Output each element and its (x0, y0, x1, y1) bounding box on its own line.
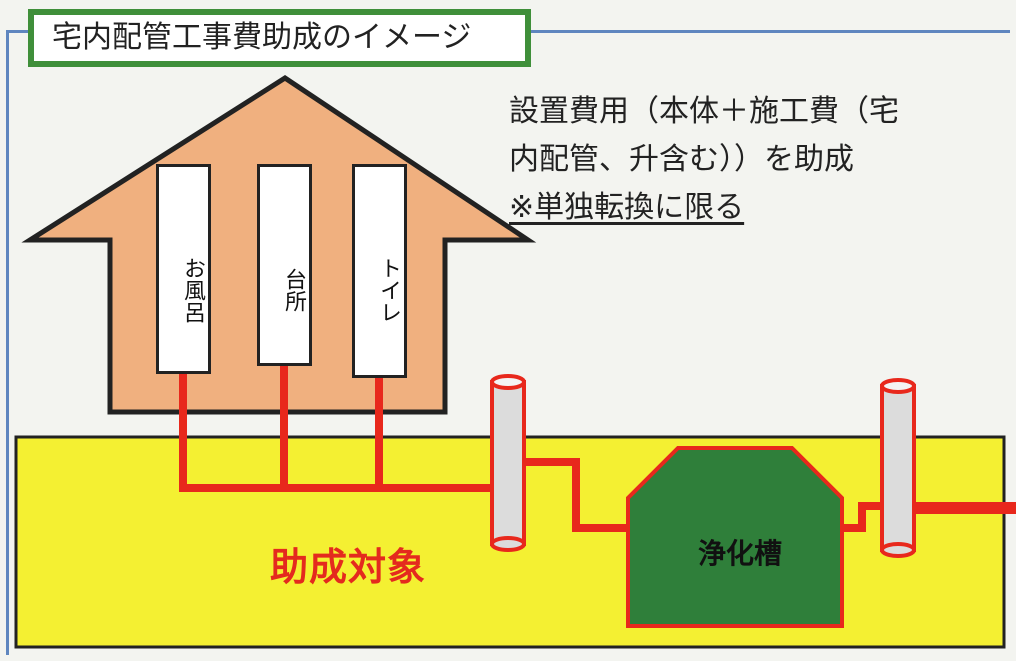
pipe-to-tank (516, 458, 636, 532)
septic-tank (626, 446, 844, 628)
inspection-pipe-2 (880, 378, 916, 558)
room-bath: お風呂 (156, 164, 211, 374)
description-line-2: 内配管、升含む））を助成 (509, 142, 854, 177)
diagram-title: 宅内配管工事費助成のイメージ (28, 9, 531, 67)
description-note: ※単独転換に限る (509, 190, 745, 225)
room-kitchen: 台所 (257, 164, 312, 366)
pipe-tank-to-outlet (832, 502, 894, 532)
room-kitchen-label: 台所 (281, 268, 306, 312)
room-bath-label: お風呂 (180, 257, 205, 323)
septic-tank-label: 浄化槽 (697, 537, 782, 570)
subsidy-area-label: 助成対象 (270, 545, 427, 589)
pipes (179, 360, 1016, 532)
description: 設置費用（本体＋施工費（宅 内配管、升含む））を助成 ※単独転換に限る (509, 88, 989, 232)
description-line-1: 設置費用（本体＋施工費（宅 (509, 94, 899, 129)
pipe-bath (179, 368, 514, 492)
room-toilet: トイレ (352, 164, 407, 378)
inspection-pipe-1 (490, 374, 526, 552)
room-toilet-label: トイレ (376, 257, 401, 323)
